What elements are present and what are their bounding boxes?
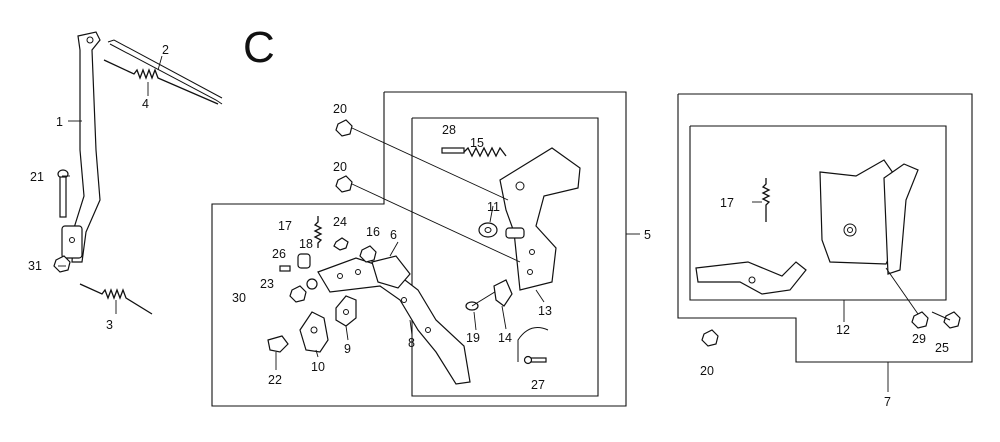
- spring-part-3: [79, 283, 153, 315]
- bolt-part-19: [465, 289, 499, 311]
- callout-17-mid: 17: [278, 219, 292, 233]
- callout-31: 31: [28, 259, 42, 273]
- callout-14: 14: [498, 331, 512, 345]
- callout-18: 18: [299, 237, 313, 251]
- callout-1: 1: [56, 115, 63, 129]
- callout-26: 26: [272, 247, 286, 261]
- spring-part-4: [103, 59, 219, 105]
- callout-12: 12: [836, 323, 850, 337]
- bushing-part-18: [297, 253, 311, 269]
- link-part-14: [493, 279, 513, 307]
- callout-9: 9: [344, 342, 351, 356]
- callout-27: 27: [531, 378, 545, 392]
- subassembly-outline-12: [689, 125, 947, 301]
- cam-part-10: [299, 311, 329, 353]
- callout-22: 22: [268, 373, 282, 387]
- clip-part-22: [267, 335, 289, 353]
- bolt-part-25: [931, 311, 961, 329]
- cam-part-9: [335, 295, 357, 327]
- callout-29: 29: [912, 332, 926, 346]
- callout-21: 21: [30, 170, 44, 184]
- bolt-part-21: [57, 169, 69, 218]
- callout-7: 7: [884, 395, 891, 409]
- callout-4: 4: [142, 97, 149, 111]
- callout-25: 25: [935, 341, 949, 355]
- callout-20-upper: 20: [333, 102, 347, 116]
- bolt-part-28: [441, 147, 465, 154]
- callout-11: 11: [487, 200, 500, 214]
- bolt-part-20-right: [701, 329, 719, 347]
- pin-part-26: [279, 265, 291, 272]
- callout-8: 8: [408, 336, 415, 350]
- callout-30: 30: [232, 291, 246, 305]
- washer-part-11: [478, 222, 498, 238]
- callout-10: 10: [311, 360, 325, 374]
- callout-20-lower: 20: [333, 160, 347, 174]
- plate-part-6: [371, 255, 411, 289]
- screw-part-27: [523, 355, 547, 365]
- lever-part-12: [695, 261, 807, 295]
- callout-24: 24: [333, 215, 347, 229]
- callout-2: 2: [162, 43, 169, 57]
- section-letter: C: [243, 23, 275, 72]
- callout-19: 19: [466, 331, 480, 345]
- lever-arm-part: [61, 31, 101, 263]
- callout-15: 15: [470, 136, 484, 150]
- callout-5: 5: [644, 228, 651, 242]
- assembly-outline-7: [677, 93, 973, 363]
- callout-3: 3: [106, 318, 113, 332]
- nut-part-31: [53, 255, 71, 273]
- washer-part-23: [306, 278, 318, 290]
- bolt-part-20-upper: [335, 119, 353, 137]
- nut-part-16: [359, 245, 377, 263]
- nut-part-29: [911, 311, 929, 329]
- nut-part-30: [289, 285, 307, 303]
- nut-part-24: [333, 237, 349, 251]
- callout-20-right: 20: [700, 364, 714, 378]
- spring-part-15: [463, 146, 507, 158]
- callout-13: 13: [538, 304, 552, 318]
- rod-part-2: [107, 39, 223, 105]
- callout-23: 23: [260, 277, 274, 291]
- spring-part-17-right: [761, 178, 771, 222]
- bolt-part-20-lower: [335, 175, 353, 193]
- callout-28: 28: [442, 123, 456, 137]
- callout-16: 16: [366, 225, 380, 239]
- bracket-part-13: [499, 147, 581, 291]
- callout-6: 6: [390, 228, 397, 242]
- callout-17-right: 17: [720, 196, 734, 210]
- spring-part-17-mid: [313, 216, 323, 248]
- assembly-outline-5: [211, 91, 627, 407]
